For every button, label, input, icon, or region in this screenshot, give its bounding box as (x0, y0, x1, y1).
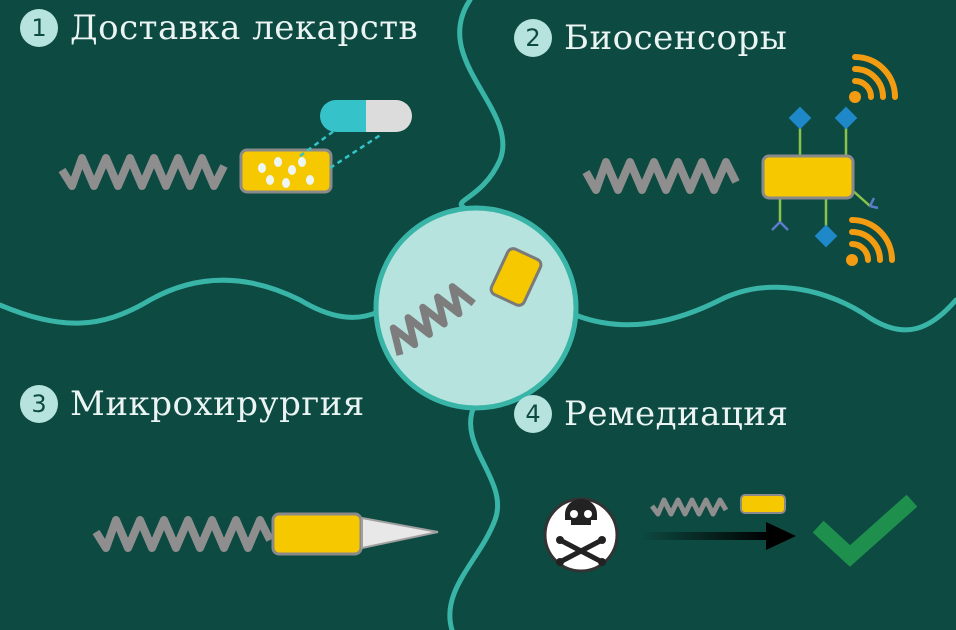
bot-head-3 (271, 512, 363, 556)
section-number-badge: 1 (20, 9, 58, 47)
capsule-icon (320, 100, 412, 132)
microsurgery-illustration (92, 512, 439, 556)
capsule-pointer-lines (299, 126, 383, 170)
section-number-badge: 4 (514, 395, 552, 433)
section-title-text: Биосенсоры (564, 18, 788, 58)
center-spring (389, 283, 476, 356)
section-title-text: Доставка лекарств (70, 8, 419, 48)
drug-delivery-illustration (58, 100, 412, 194)
section-title-biosensors: 2 Биосенсоры (514, 18, 787, 58)
section-number-badge: 3 (20, 385, 58, 423)
section-title-text: Микрохирургия (70, 384, 365, 424)
section-title-text: Ремедиация (564, 394, 789, 434)
antibody-markers (771, 197, 879, 231)
section-number-badge: 2 (514, 19, 552, 57)
spring-3 (92, 516, 274, 552)
center-microbot (373, 205, 579, 411)
divider-left (0, 277, 381, 326)
spring-1 (58, 154, 228, 190)
remediation-illustration (543, 494, 918, 573)
divider-top (457, 0, 506, 215)
skull-crossbones-icon (543, 497, 619, 573)
drug-particles (258, 157, 314, 188)
biosensors-illustration (582, 54, 898, 266)
center-bot-head (489, 247, 543, 307)
spring-4 (650, 497, 729, 517)
spring-2 (582, 158, 740, 194)
section-title-drug-delivery: 1 Доставка лекарств (20, 8, 418, 48)
receptor-stalks (778, 128, 871, 226)
divider-right (575, 284, 956, 333)
section-title-remediation: 4 Ремедиация (514, 394, 788, 434)
scalpel-blade-icon (361, 516, 439, 550)
checkmark-icon (812, 494, 918, 567)
divider-bottom (447, 401, 500, 630)
wifi-signal-icon (849, 54, 898, 103)
bot-head-2 (761, 154, 855, 200)
bot-head-4 (740, 494, 786, 514)
center-circle (373, 205, 579, 411)
arrow-right-icon (640, 522, 796, 550)
wifi-signal-icon (846, 217, 895, 266)
section-title-microsurgery: 3 Микрохирургия (20, 384, 365, 424)
